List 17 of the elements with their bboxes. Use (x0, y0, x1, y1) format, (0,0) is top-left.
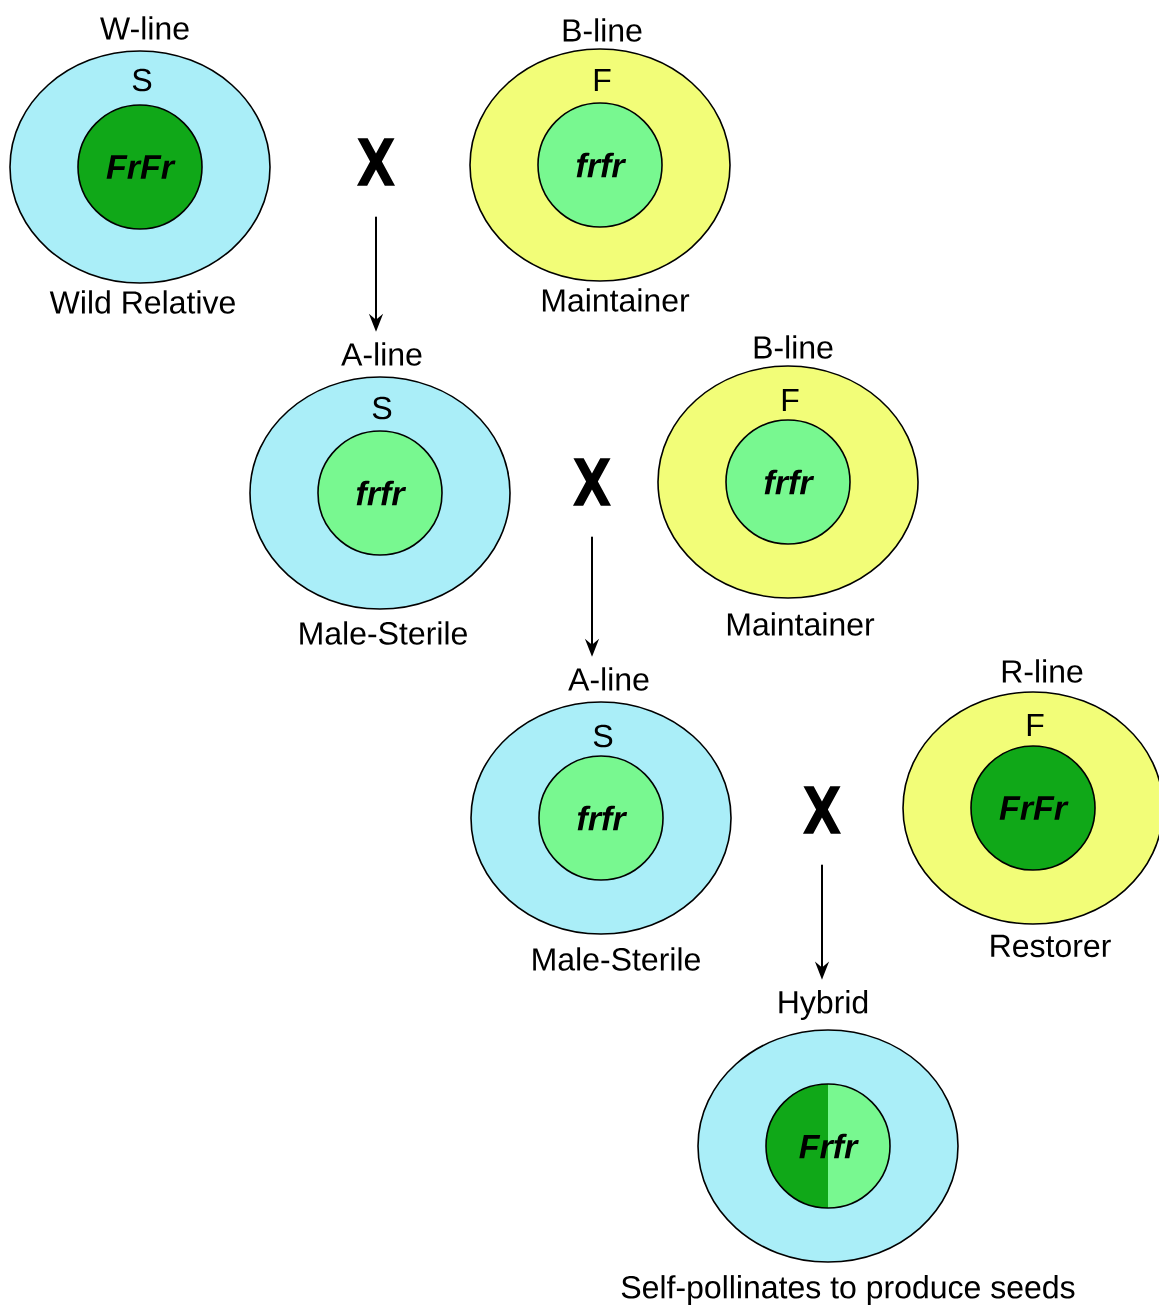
line-heading: W-line (100, 16, 189, 40)
line-heading: Hybrid (779, 990, 868, 1020)
line-heading: R-line (1002, 659, 1083, 683)
circle-caption: Maintainer (542, 288, 690, 312)
circle-caption: Restorer (991, 934, 1111, 958)
circle-caption: Self-pollinates to produce seeds (621, 1275, 1075, 1305)
cross-symbol: X (356, 138, 395, 186)
cross-symbol: X (572, 458, 611, 506)
circle-caption: Maintainer (727, 612, 875, 636)
line-heading: B-line (563, 18, 642, 42)
line-heading: A-line (568, 667, 649, 691)
cross-symbol: X (802, 786, 841, 834)
line-heading: A-line (341, 342, 422, 366)
circle-caption: Male-Sterile (300, 621, 467, 645)
line-heading: B-line (754, 335, 833, 359)
circle-caption: Wild Relative (49, 290, 235, 314)
circle-caption: Male-Sterile (533, 947, 700, 971)
